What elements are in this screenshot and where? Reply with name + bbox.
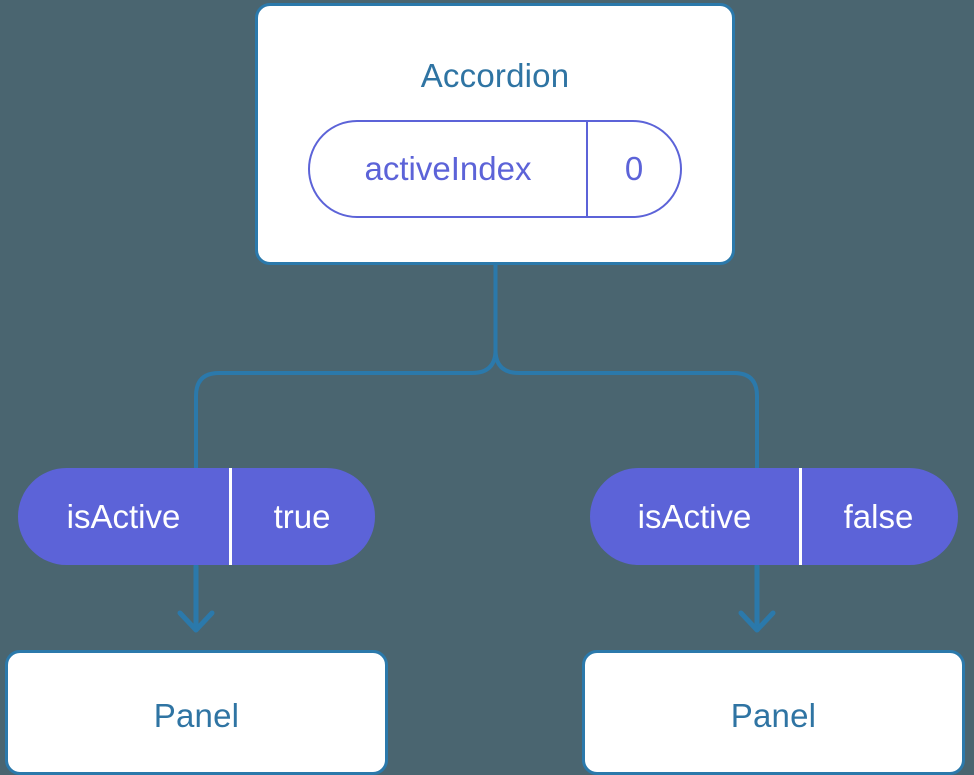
state-pill-key: activeIndex bbox=[310, 122, 588, 216]
prop-pill-isactive-false[interactable]: isActive false bbox=[590, 468, 958, 565]
arrow-head-left-icon bbox=[177, 610, 215, 633]
arrow-head-right-icon bbox=[738, 610, 776, 633]
component-node-panel-left[interactable]: Panel bbox=[5, 650, 388, 775]
state-pill-value: 0 bbox=[624, 150, 644, 187]
prop-pill-value: false bbox=[843, 497, 914, 535]
prop-pill-key: isActive bbox=[18, 468, 232, 565]
connector-branch-left bbox=[194, 349, 498, 468]
component-title-panel-left: Panel bbox=[153, 697, 240, 734]
connector-branch-right bbox=[493, 349, 759, 468]
prop-pill-value: true bbox=[273, 497, 331, 535]
component-title-accordion: Accordion bbox=[420, 57, 570, 94]
prop-pill-key: isActive bbox=[590, 468, 802, 565]
component-title-panel-right: Panel bbox=[730, 697, 817, 734]
component-node-panel-right[interactable]: Panel bbox=[582, 650, 965, 775]
prop-pill-isactive-true[interactable]: isActive true bbox=[18, 468, 375, 565]
state-pill-activeindex[interactable]: activeIndex 0 bbox=[308, 120, 682, 218]
